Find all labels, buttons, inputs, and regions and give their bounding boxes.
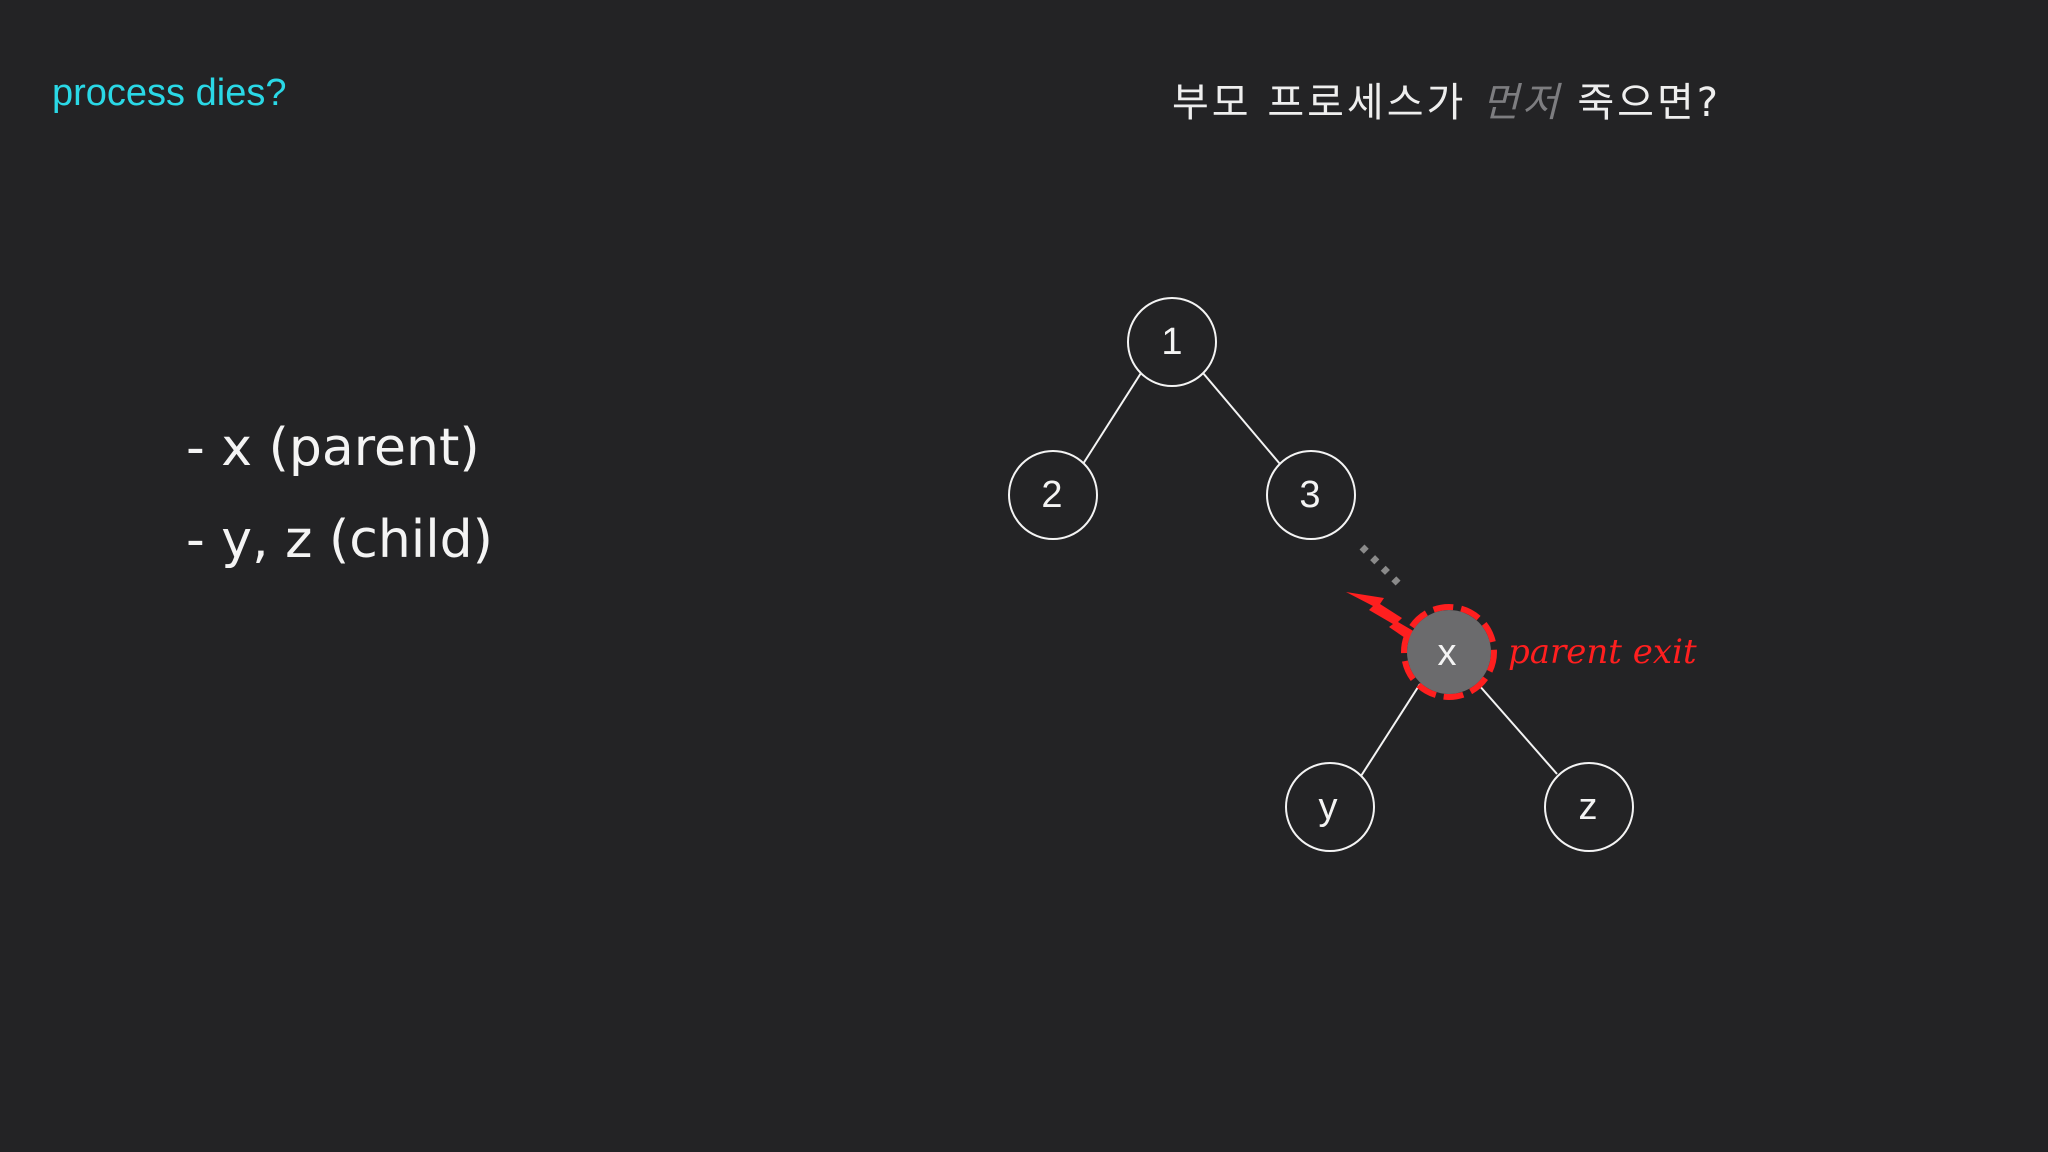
lightning-bolt-icon [1346, 592, 1422, 640]
node-label-y: y [1319, 786, 1338, 828]
edge-1-2 [1082, 372, 1142, 465]
tree-node-2: 2 [1008, 450, 1098, 540]
topic-title: process dies? [52, 72, 287, 114]
node-label-2: 2 [1041, 474, 1062, 516]
bullet-children: - y, z (child) [186, 510, 493, 570]
edge-1-3 [1202, 372, 1281, 465]
tree-node-x: x [1401, 604, 1497, 700]
node-label-x: x [1438, 632, 1457, 674]
tree-node-1: 1 [1127, 297, 1217, 387]
bullet-parent: - x (parent) [186, 418, 480, 478]
tree-node-3: 3 [1266, 450, 1356, 540]
tree-node-z: z [1544, 762, 1634, 852]
node-label-3: 3 [1299, 474, 1320, 516]
slide-question: 부모 프로세스가 먼저 죽으면? [1172, 70, 1721, 128]
edge-x-y [1360, 683, 1421, 777]
question-emphasis: 먼저 [1482, 80, 1562, 126]
question-text-before: 부모 프로세스가 [1172, 80, 1483, 126]
parent-exit-label: parent exit [1508, 632, 1697, 672]
edge-3-x-dotted [1359, 544, 1403, 588]
node-label-1: 1 [1161, 321, 1182, 363]
question-text-after: 죽으면? [1561, 80, 1721, 126]
tree-node-y: y [1285, 762, 1375, 852]
edge-x-z [1477, 683, 1558, 775]
node-label-z: z [1579, 786, 1598, 828]
bullet-list: - x (parent) - y, z (child) [186, 402, 493, 586]
